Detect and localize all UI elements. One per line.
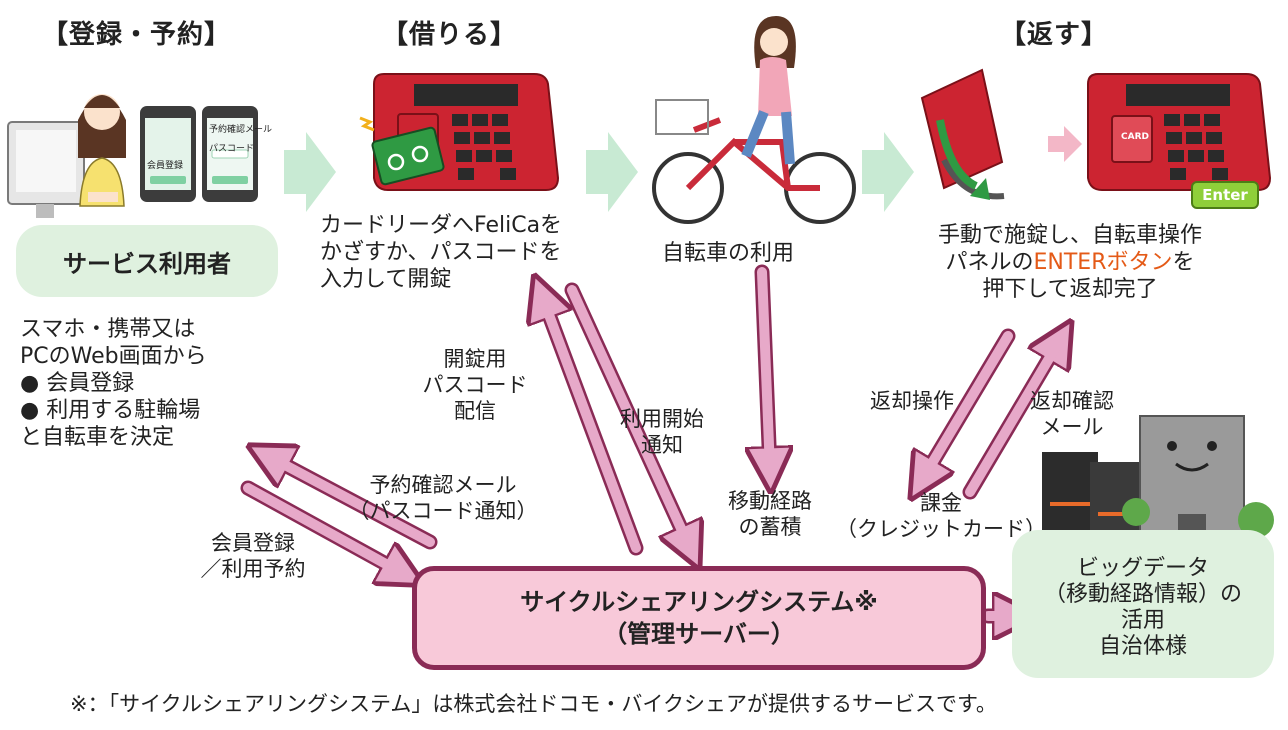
label-usage-start: 利用開始 通知 xyxy=(620,407,704,457)
system-subtitle: （管理サーバー） xyxy=(603,620,795,648)
label-return-operation: 返却操作 xyxy=(870,389,954,413)
phone-right-screen-label: 予約確認メール パスコード xyxy=(209,125,273,154)
arrow-return-operation xyxy=(922,328,1016,480)
cycle-sharing-system-box: サイクルシェアリングシステム※ （管理サーバー） xyxy=(412,566,986,670)
card-slot-label: CARD xyxy=(1121,132,1149,142)
pink-arrow-icon xyxy=(1048,126,1082,162)
step-arrow-3 xyxy=(862,132,914,212)
user-woman-illustration xyxy=(78,94,126,207)
label-charge: 課金 （クレジットカード） xyxy=(836,491,1046,541)
arrow-return-mail xyxy=(962,340,1060,500)
label-route-accumulation: 移動経路 の蓄積 xyxy=(728,489,812,539)
arrow-usage-start xyxy=(564,282,690,548)
arrow-route-accumulation xyxy=(762,264,770,470)
label-member-registration: 会員登録 ／利用予約 xyxy=(200,531,306,581)
service-user-box: サービス利用者 xyxy=(16,225,278,297)
phone-left-screen-label: 会員登録 xyxy=(147,161,184,171)
arrow-passcode-delivery xyxy=(542,296,644,556)
heading-return: 【返す】 xyxy=(1000,20,1109,50)
phone-right-illustration xyxy=(202,106,258,202)
heading-register: 【登録・予約】 xyxy=(42,20,232,50)
label-reservation-mail: 予約確認メール （パスコード通知） xyxy=(348,473,538,523)
user-description: スマホ・携帯又は PCのWeb画面から ● 会員登録 ● 利用する駐輪場 と自転… xyxy=(20,317,207,450)
step-arrow-2 xyxy=(586,132,638,212)
municipality-text: ビッグデータ （移動経路情報）の 活用 自治体様 xyxy=(1043,556,1242,659)
borrow-description: カードリーダへFeliCaを かざすか、パスコードを 入力して開錠 xyxy=(320,213,563,292)
step-arrow-1 xyxy=(284,132,336,212)
enter-button-badge xyxy=(1191,181,1259,209)
system-title: サイクルシェアリングシステム※ xyxy=(520,588,878,616)
municipality-box xyxy=(1012,530,1274,678)
label-passcode-delivery: 開錠用 パスコード 配信 xyxy=(422,347,528,423)
heading-borrow: 【借りる】 xyxy=(382,20,518,50)
phone-left-illustration xyxy=(140,106,196,202)
label-return-mail: 返却確認 メール xyxy=(1030,389,1114,439)
bike-lock-illustration xyxy=(920,68,1005,200)
ride-description: 自転車の利用 xyxy=(662,241,795,266)
footnote: ※：「サイクルシェアリングシステム」は株式会社ドコモ・バイクシェアが提供するサー… xyxy=(70,692,997,716)
arrow-reservation-mail xyxy=(268,456,438,550)
service-user-label: サービス利用者 xyxy=(63,249,231,278)
felica-card-icon xyxy=(359,116,445,186)
pc-monitor-illustration xyxy=(7,121,85,218)
bicycle-rider-illustration xyxy=(652,16,856,224)
arrow-member-registration xyxy=(240,480,404,574)
card-reader-return-illustration xyxy=(1087,73,1272,191)
enter-button-highlight: ENTERボタン xyxy=(1033,250,1173,275)
return-description: 手動で施錠し、自転車操作 パネルのENTERボタンを 押下して返却完了 xyxy=(937,223,1202,302)
enter-badge-label: Enter xyxy=(1202,186,1248,204)
